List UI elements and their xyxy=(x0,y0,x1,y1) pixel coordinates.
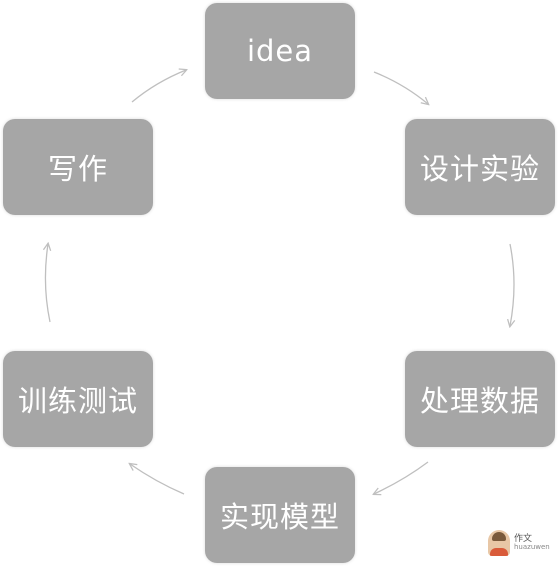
node-train-test: 训练测试 xyxy=(3,351,153,447)
node-writing: 写作 xyxy=(3,119,153,215)
node-process-data-label: 处理数据 xyxy=(419,384,540,418)
node-design-experiment-label: 设计实验 xyxy=(419,152,540,186)
avatar-icon xyxy=(488,530,510,556)
arrow-train-to-write xyxy=(45,244,50,323)
arrow-write-to-idea xyxy=(131,70,186,103)
node-train-test-label: 训练测试 xyxy=(17,384,138,418)
node-process-data: 处理数据 xyxy=(405,351,555,447)
node-idea: idea xyxy=(205,3,355,99)
arrow-model-to-train xyxy=(130,464,185,495)
watermark: 作文 huazuwen xyxy=(488,530,550,556)
watermark-line2: huazuwen xyxy=(514,543,550,551)
watermark-line1: 作文 xyxy=(514,534,533,544)
arrow-idea-to-design xyxy=(373,71,428,104)
node-writing-label: 写作 xyxy=(47,152,108,186)
node-implement-model-label: 实现模型 xyxy=(219,500,340,534)
arrow-data-to-model xyxy=(374,461,429,494)
arrow-design-to-data xyxy=(510,243,514,326)
node-idea-label: idea xyxy=(246,34,314,68)
node-implement-model: 实现模型 xyxy=(205,467,355,563)
node-design-experiment: 设计实验 xyxy=(405,119,555,215)
watermark-text: 作文 huazuwen xyxy=(514,535,550,551)
